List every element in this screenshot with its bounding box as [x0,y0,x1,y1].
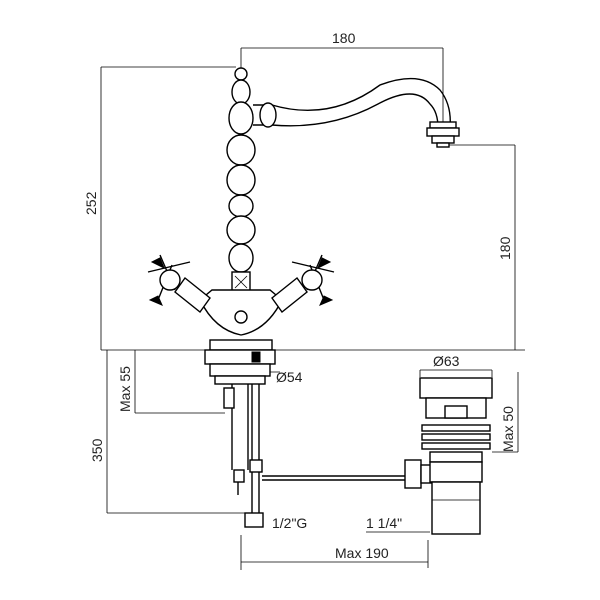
dim-max-deck: Max 55 [117,366,133,412]
dim-below-deck: 350 [89,438,105,462]
dim-connection-thread: 1/2"G [272,515,307,531]
dim-waste-thread: 1 1/4" [366,515,402,531]
spout [253,77,460,148]
dimension-lines [100,47,525,570]
dim-waste-diameter: Ø63 [433,353,460,369]
dim-shank-diameter: Ø54 [276,369,303,385]
faucet-body [226,67,256,293]
dim-total-height: 252 [83,191,99,215]
dim-waste-max: Max 50 [500,406,516,452]
handles-and-base [147,254,335,365]
below-deck-assembly [209,363,405,528]
dim-max-reach-below: Max 190 [335,545,389,561]
dim-spout-height: 180 [497,236,513,260]
dim-spout-reach: 180 [332,30,356,46]
waste-assembly [404,377,493,535]
dimension-labels: 180 252 180 Max 55 Ø54 350 1/2"G 1 1/4" … [83,30,516,561]
